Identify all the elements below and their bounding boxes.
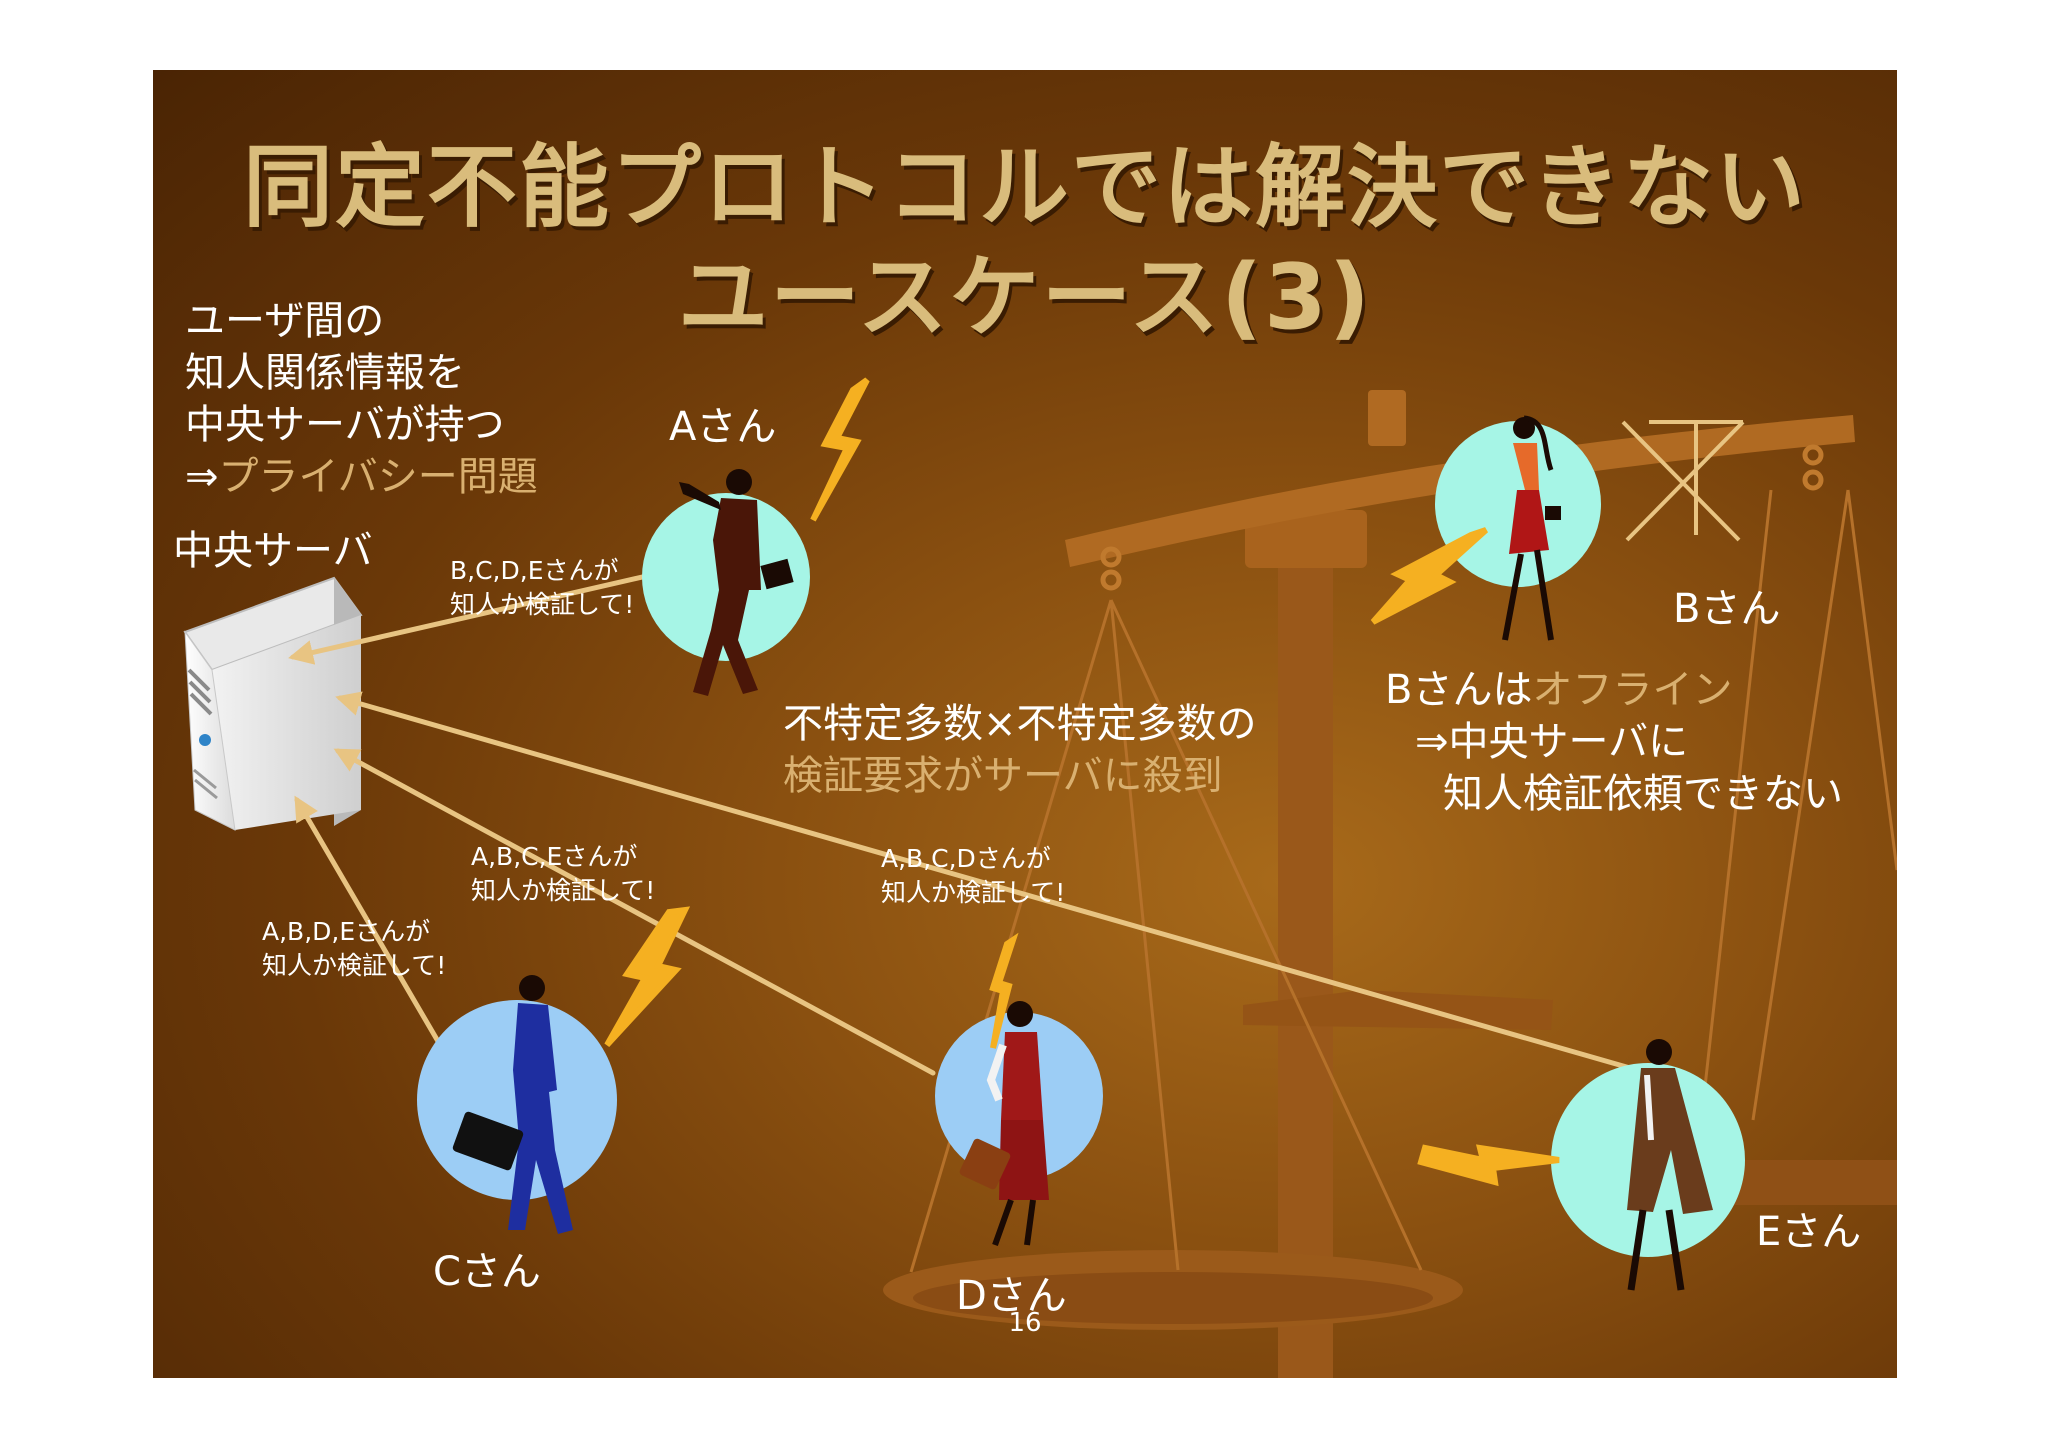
note-arrow: ⇒ [185,454,219,500]
center-note-line2: 検証要求がサーバに殺到 [783,753,1223,799]
arrow-d-to-server [333,748,936,1076]
b-note-line1: Bさんはオフライン [1385,664,1843,716]
lightning-icon [1417,1144,1560,1187]
center-note-line1: 不特定多数×不特定多数の [783,701,1257,747]
lightning-icon [604,906,691,1048]
diagram-scene [183,377,1897,1378]
server-label: 中央サーバ [173,528,373,574]
request-label-a: B,C,D,Eさんが 知人か検証して! [450,554,634,622]
arrow-c-to-server [294,795,456,1070]
person-label-e: Eさん [1756,1209,1862,1255]
person-c [417,975,617,1234]
request-arrows [288,567,1654,1077]
b-offline-note: Bさんはオフライン ⇒中央サーバに 知人検証依頼できない [1385,664,1843,820]
request-line: A,B,C,Eさんが [471,842,638,871]
person-icon [1502,415,1561,641]
request-line: 知人か検証して! [450,590,635,619]
arrow-a-to-server [288,567,676,665]
person-d [935,1001,1103,1247]
person-label-c: Cさん [433,1249,541,1295]
arrow-e-to-server [335,691,1654,1077]
server-icon [183,576,363,831]
request-line: 知人か検証して! [262,951,447,980]
lightning-icon [989,932,1019,1049]
person-icon [508,975,573,1234]
note-line: 知人関係情報を [185,350,465,396]
lightning-icon [1370,527,1489,625]
center-note: 不特定多数×不特定多数の 検証要求がサーバに殺到 [783,698,1257,802]
note-line: 中央サーバが持つ [185,402,505,448]
briefcase-icon [959,1138,1011,1190]
person-label-b: Bさん [1673,586,1781,632]
request-line: 知人か検証して! [471,876,656,905]
slide-title-line1: 同定不能プロトコルでは解決できない [243,135,1807,240]
briefcase-icon [452,1111,524,1171]
person-label-d: Dさん [956,1273,1067,1319]
request-label-d: A,B,C,Dさんが 知人か検証して! [881,842,1065,910]
request-line: A,B,C,Dさんが [881,844,1051,873]
b-note-line3: 知人検証依頼できない [1443,771,1843,817]
note-line: ユーザ間の [185,298,385,344]
person-e [1551,1039,1745,1291]
request-label-c2: A,B,D,Eさんが 知人か検証して! [262,915,446,983]
b-note-line2: ⇒中央サーバに [1415,719,1689,765]
b-note-highlight: オフライン [1532,667,1733,713]
slide-title-line2: ユースケース(3) [678,245,1372,350]
request-label-c1: A,B,C,Eさんが 知人か検証して! [471,840,655,908]
briefcase-icon [760,558,794,590]
person-icon [679,469,761,696]
request-line: B,C,D,Eさんが [450,556,619,585]
note-highlight: プライバシー問題 [218,454,538,500]
note-line: ⇒プライバシー問題 [185,451,538,503]
person-label-a: Aさん [669,404,777,450]
scale-icon [883,390,1897,1378]
person-a [642,469,810,696]
lightning-icon [810,377,870,522]
request-line: 知人か検証して! [881,878,1066,907]
request-line: A,B,D,Eさんが [262,917,431,946]
lightning-bolts [604,377,1560,1187]
slide: 同定不能プロトコルでは解決できない ユースケース(3) ユーザ間の 知人関係情報… [153,70,1897,1378]
person-b [1435,415,1745,641]
offline-cross-icon [1621,420,1745,542]
person-icon [1627,1039,1713,1291]
note-text: ユーザ間の 知人関係情報を 中央サーバが持つ ⇒プライバシー問題 [185,295,538,503]
page-number: 16 [1008,1308,1042,1338]
b-note-prefix: Bさんは [1385,667,1533,713]
person-icon [986,1001,1049,1247]
